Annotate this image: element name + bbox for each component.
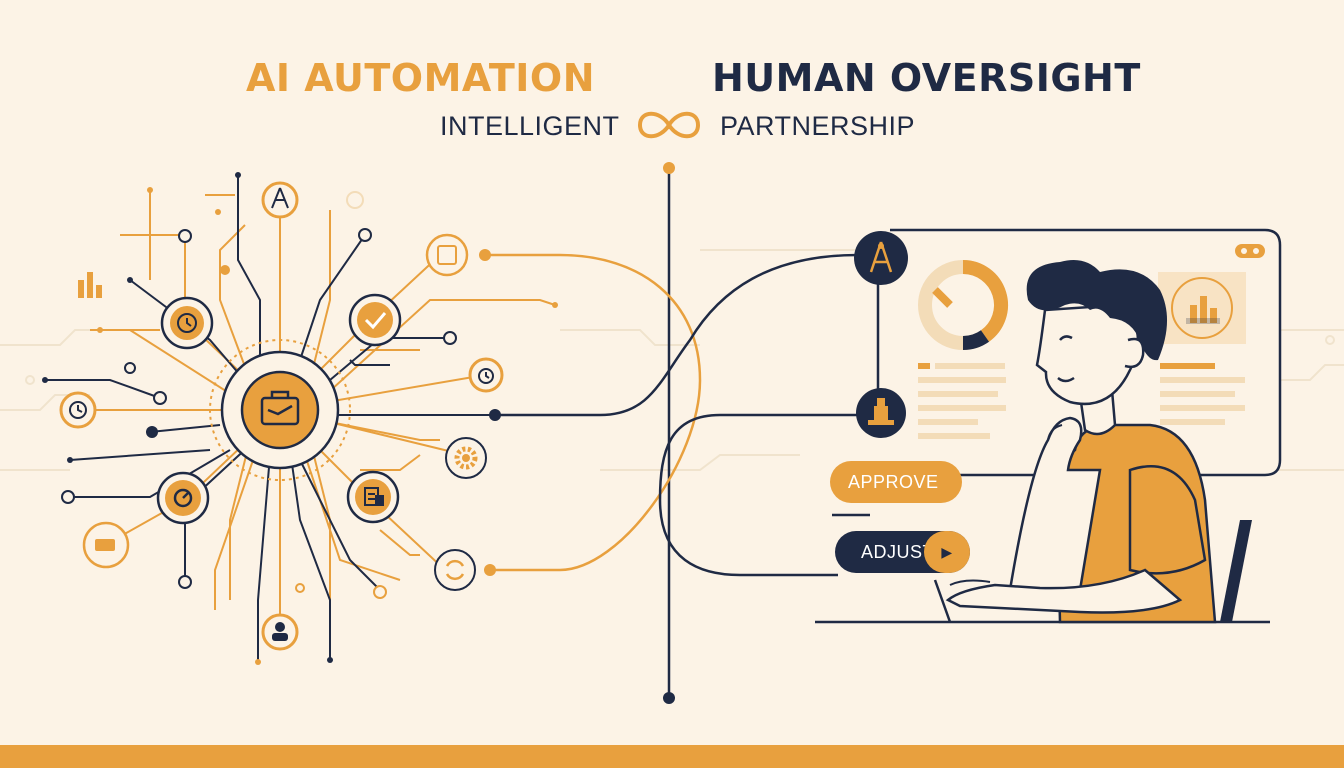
- adjust-button[interactable]: ADJUST ▶: [835, 531, 970, 573]
- subtitle-partnership: PARTNERSHIP: [720, 111, 916, 141]
- donut-chart: [918, 260, 1009, 351]
- approve-button[interactable]: APPROVE: [830, 461, 962, 503]
- chess-piece-icon: [868, 398, 894, 425]
- compass-node: [261, 181, 299, 219]
- gear-node: [445, 437, 487, 479]
- approve-label: APPROVE: [848, 472, 939, 492]
- refresh-icon: [445, 559, 465, 581]
- person-illustration: [815, 259, 1270, 624]
- puzzle-icon: [437, 245, 457, 265]
- gear-icon: [454, 446, 478, 470]
- document-node: [346, 470, 400, 524]
- gauge-icon: [173, 488, 193, 508]
- compass-icon: [271, 187, 289, 209]
- person-node: [261, 613, 299, 651]
- left-clock-node: [59, 391, 97, 429]
- person-icon: [272, 622, 288, 641]
- oversight-chess-node: [856, 388, 906, 438]
- clock-icon: [69, 401, 87, 419]
- oversight-compass-node: [854, 231, 908, 285]
- document-icon: [364, 487, 384, 506]
- human-oversight-title: HUMAN OVERSIGHT: [712, 56, 1141, 100]
- text-lines-left: [918, 363, 1006, 439]
- gauge-node: [156, 471, 210, 525]
- briefcase-icon: [260, 390, 300, 426]
- ai-hub-center: [209, 339, 351, 481]
- center-divider: [663, 162, 675, 704]
- adjust-label: ADJUST: [861, 542, 935, 562]
- clock-node: [160, 296, 214, 350]
- check-icon: [364, 312, 387, 330]
- infinity-icon: [637, 111, 701, 139]
- refresh-node: [434, 549, 476, 591]
- bar-chart-card: [1158, 272, 1246, 344]
- bar-glyph-icon: [78, 272, 102, 298]
- puzzle-node: [425, 233, 469, 277]
- clock-icon: [177, 313, 197, 333]
- timer-icon: [478, 368, 494, 384]
- subtitle-intelligent: INTELLIGENT: [440, 111, 620, 141]
- window-menu-dots[interactable]: [1235, 244, 1265, 258]
- ticket-icon: [95, 539, 115, 551]
- timer-node: [468, 357, 504, 393]
- bottom-wave-inner: [0, 690, 1344, 745]
- ai-automation-title: AI AUTOMATION: [246, 56, 596, 100]
- connector-curves: [485, 253, 870, 577]
- text-lines-right: [1160, 363, 1245, 425]
- ticket-node: [82, 521, 130, 569]
- background-circuit: [0, 249, 1344, 471]
- bottom-wave: [0, 700, 1344, 768]
- play-icon: ▶: [924, 531, 970, 573]
- check-node: [348, 293, 402, 347]
